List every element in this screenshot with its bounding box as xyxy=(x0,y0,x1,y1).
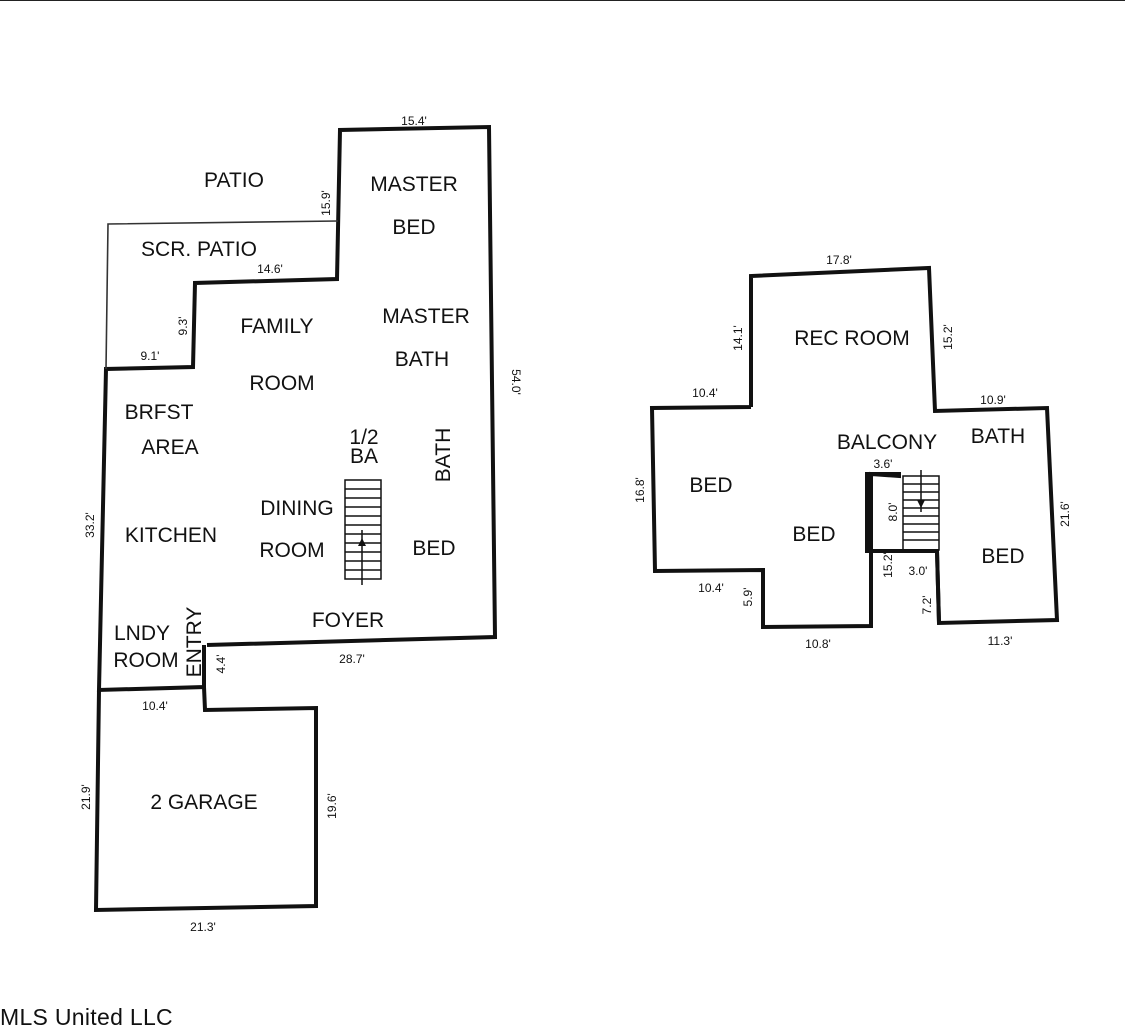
room-label-kitchen: KITCHEN xyxy=(125,524,217,547)
dim2-label-left-bottom: 10.4' xyxy=(698,581,724,595)
room-label-master-bed-line2: BED xyxy=(392,216,435,239)
dim2-label-stair-side: 15.2' xyxy=(881,552,895,578)
room-label-bed-right: BED xyxy=(981,545,1024,568)
room-label-family-line1: FAMILY xyxy=(240,315,313,338)
floor-1-stairs xyxy=(344,479,382,585)
room-label-brfst-line2: AREA xyxy=(141,436,198,459)
room-label-brfst-line1: BRFST xyxy=(125,401,194,424)
dim-label-foyer-bottom: 28.7' xyxy=(339,652,365,666)
room-label-bath-2: BATH xyxy=(971,425,1025,448)
room-label-balcony: BALCONY xyxy=(837,431,937,454)
dim-label-top: 15.4' xyxy=(401,114,427,128)
dim2-label-rec-left: 14.1' xyxy=(731,325,745,351)
dim2-label-top: 17.8' xyxy=(826,253,852,267)
dim-label-garage-right: 19.6' xyxy=(325,793,339,819)
room-label-rec-room: REC ROOM xyxy=(794,327,910,350)
room-label-master-bed-line1: MASTER xyxy=(370,173,458,196)
room-label-lndy-line1: LNDY xyxy=(114,622,170,645)
room-label-patio: PATIO xyxy=(204,169,264,192)
dim-label-left: 33.2' xyxy=(83,512,97,538)
room-label-bed-left: BED xyxy=(689,474,732,497)
floor-1-plan: PATIO MASTER BED SCR. PATIO FAMILY ROOM … xyxy=(79,114,523,934)
dim2-label-right-bottom: 11.3' xyxy=(988,634,1013,648)
room-label-master-bath-line2: BATH xyxy=(395,348,449,371)
dim2-label-left: 16.8' xyxy=(633,477,647,503)
floor-2-stairs xyxy=(902,470,940,551)
dim2-label-stair-top: 3.6' xyxy=(874,457,893,471)
dim2-label-right-step: 7.2' xyxy=(920,596,934,615)
room-label-foyer: FOYER xyxy=(312,609,384,632)
room-label-scr-patio: SCR. PATIO xyxy=(141,238,257,261)
room-label-bed: BED xyxy=(412,537,455,560)
room-label-family-line2: ROOM xyxy=(249,372,314,395)
room-label-bath: BATH xyxy=(432,428,455,482)
floor-2-right-bed-wall xyxy=(935,550,941,624)
dim2-label-rec-right: 15.2' xyxy=(941,324,955,350)
room-label-dining-line2: ROOM xyxy=(259,539,324,562)
dim2-label-stair-len: 8.0' xyxy=(886,503,900,522)
dim-label-entry: 4.4' xyxy=(214,655,228,674)
watermark-text: MLS United LLC xyxy=(0,1004,173,1030)
room-label-bed-center: BED xyxy=(792,523,835,546)
dim2-label-right-top: 10.9' xyxy=(980,393,1006,407)
dim2-label-right: 21.6' xyxy=(1058,501,1072,527)
dim2-label-stair-bottom: 3.0' xyxy=(909,564,928,578)
dim-label-scr-patio-bottom: 14.6' xyxy=(257,262,283,276)
dim-label-step-side: 9.3' xyxy=(176,317,190,336)
top-border-line xyxy=(0,0,1125,1)
dim-label-garage-left: 21.9' xyxy=(79,784,93,810)
dim-label-garage-bottom: 21.3' xyxy=(190,920,216,934)
room-label-garage: 2 GARAGE xyxy=(150,791,257,814)
floor-1-garage-outline xyxy=(93,686,318,913)
room-label-dining-line1: DINING xyxy=(260,497,334,520)
room-label-lndy-line2: ROOM xyxy=(113,649,178,672)
room-label-half-bath-line2: BA xyxy=(350,445,378,468)
dim-label-patio-side: 15.9' xyxy=(319,190,333,216)
floor-2-plan: REC ROOM BALCONY BATH BED BED BED 17.8' … xyxy=(633,253,1072,651)
floor-1-main-outline xyxy=(96,124,498,693)
dim-label-step-bottom: 9.1' xyxy=(141,349,160,363)
dim2-label-center-bottom: 10.8' xyxy=(805,637,831,651)
dim-label-right: 54.0' xyxy=(509,369,523,395)
floor-1-scr-patio-outline xyxy=(105,220,339,370)
dim-label-garage-top: 10.4' xyxy=(142,699,168,713)
dim2-label-left-step: 5.9' xyxy=(741,588,755,607)
dim2-label-left-top: 10.4' xyxy=(692,386,718,400)
room-label-master-bath-line1: MASTER xyxy=(382,305,470,328)
room-label-entry: ENTRY xyxy=(183,607,206,678)
room-label-half-bath-line1: 1/2 xyxy=(349,426,378,449)
